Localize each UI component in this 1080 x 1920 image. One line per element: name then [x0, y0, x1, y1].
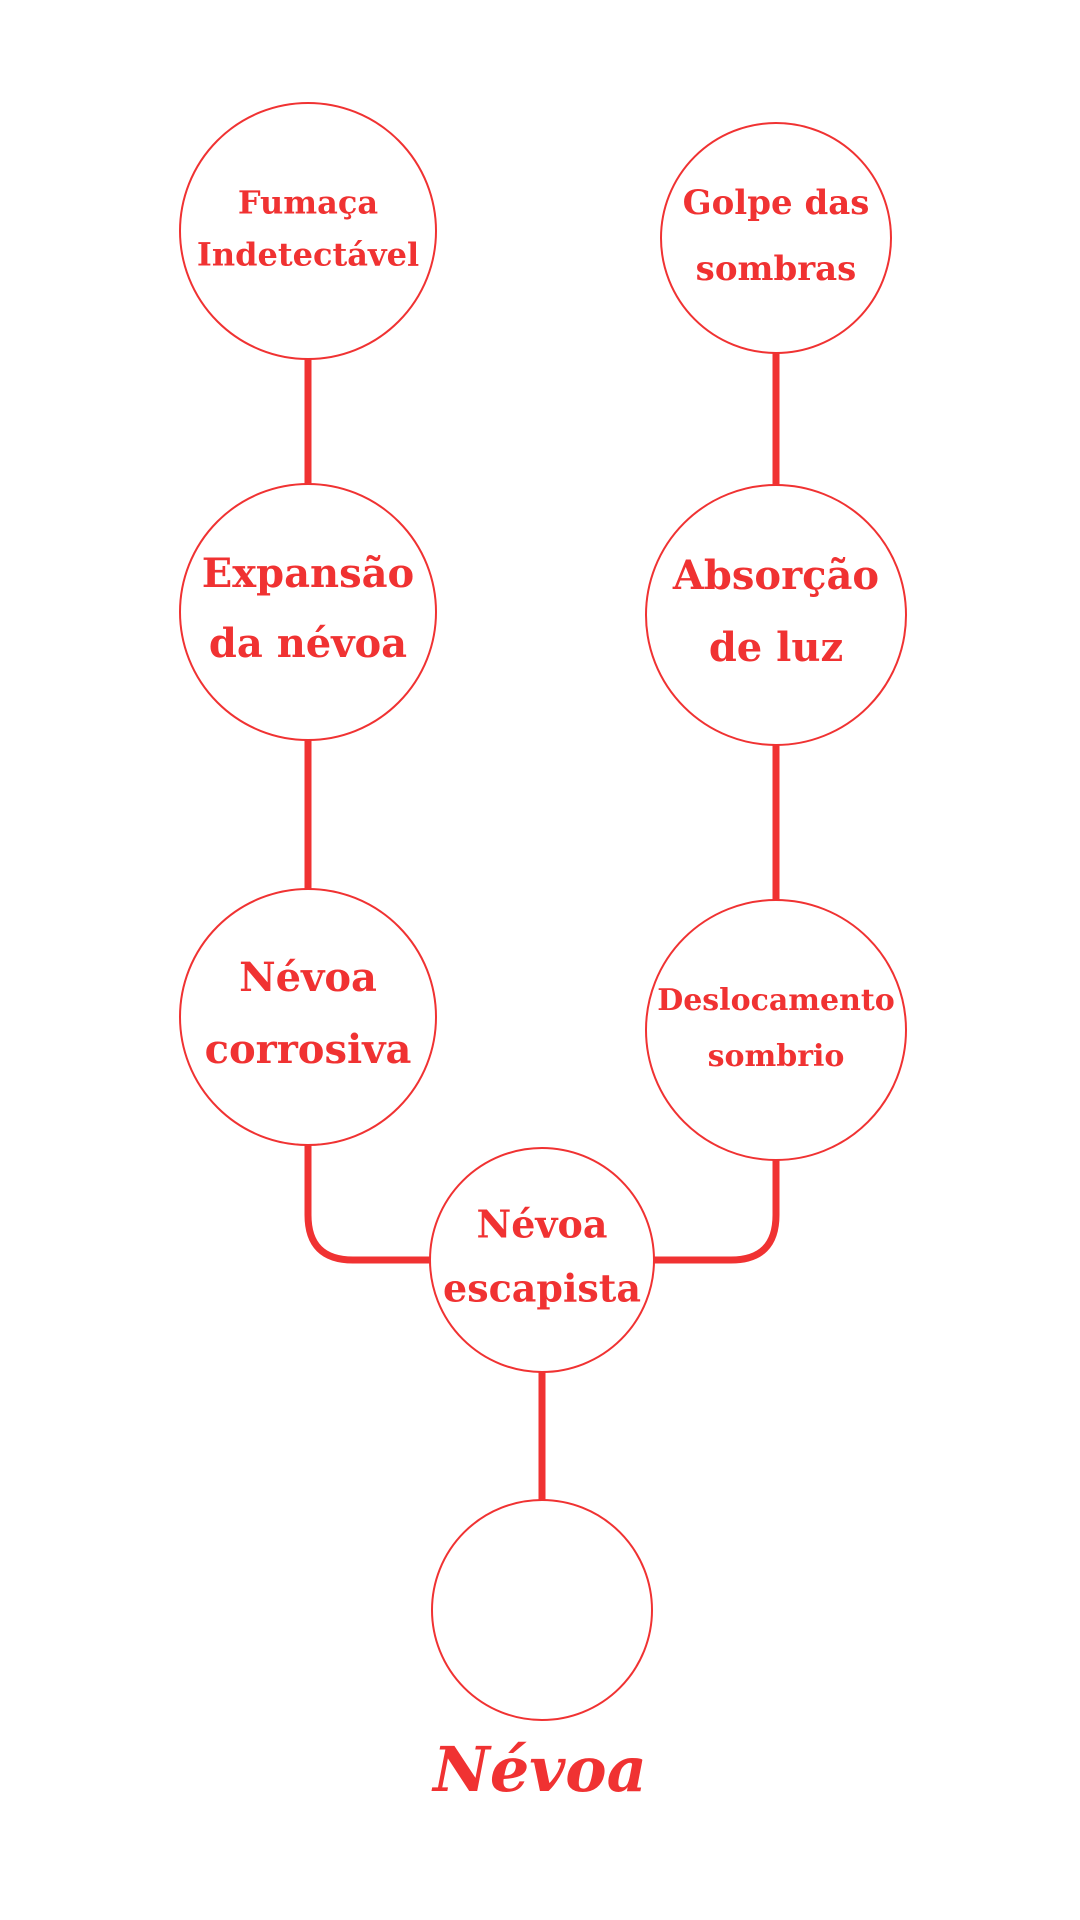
connector-corrosiva-escapista [304, 1145, 430, 1264]
connector-deslocamento-escapista [654, 1160, 780, 1264]
skill-node-deslocamento[interactable]: Deslocamento sombrio [645, 899, 907, 1161]
skill-node-label-line: Golpe das [683, 183, 870, 223]
skill-node-label-line: Névoa [239, 954, 377, 1001]
skill-node-circle [179, 102, 437, 360]
tree-title: Névoa [431, 1733, 647, 1806]
skill-node-label-line: de luz [709, 624, 843, 671]
skill-node-circle [429, 1147, 655, 1373]
skill-node-expansao[interactable]: Expansão da névoa [179, 483, 437, 741]
skill-node-label-line: Expansão [202, 550, 414, 597]
skill-node-golpe[interactable]: Golpe das sombras [660, 122, 892, 354]
skill-node-circle [645, 484, 907, 746]
skill-node-label-line: sombrio [708, 1039, 845, 1074]
skill-node-escapista[interactable]: Névoa escapista [429, 1147, 655, 1373]
skill-node-label-line: da névoa [209, 620, 407, 667]
skill-node-circle [179, 483, 437, 741]
skill-node-label-line: corrosiva [205, 1026, 412, 1073]
skill-node-circle [179, 888, 437, 1146]
connectors [304, 353, 780, 1500]
skill-node-label-line: Absorção [672, 552, 879, 599]
skill-node-circle [431, 1499, 653, 1721]
skill-node-root[interactable] [431, 1499, 653, 1721]
skill-node-absorcao[interactable]: Absorção de luz [645, 484, 907, 746]
skill-node-label-line: Deslocamento [657, 983, 895, 1018]
skill-node-circle [660, 122, 892, 354]
skill-node-label-line: Névoa [477, 1202, 608, 1247]
skill-node-label-line: escapista [443, 1266, 641, 1311]
skill-node-circle [645, 899, 907, 1161]
skill-node-label-line: Fumaça [238, 184, 378, 222]
skill-node-corrosiva[interactable]: Névoa corrosiva [179, 888, 437, 1146]
skill-node-label-line: sombras [696, 249, 857, 289]
skill-node-label-line: Indetectável [197, 236, 419, 274]
